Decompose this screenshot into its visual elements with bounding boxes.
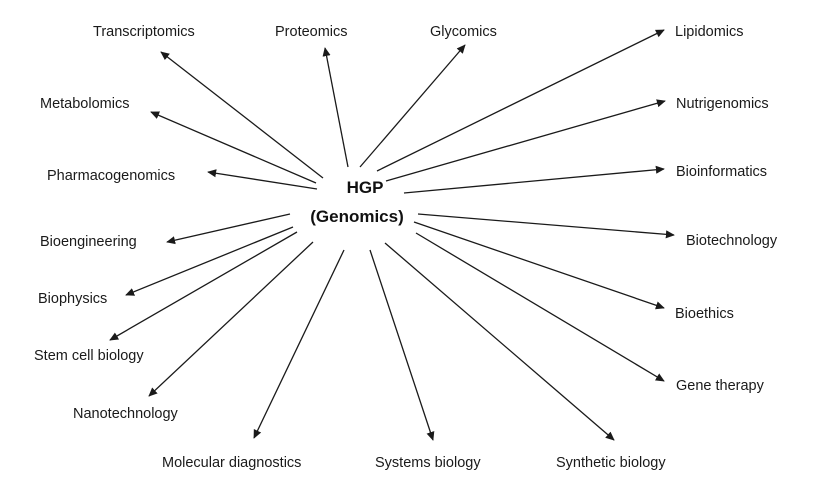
node-pharmacogenomics: Pharmacogenomics <box>47 168 175 184</box>
arrow-to-molecular-diagnostics <box>253 249 345 439</box>
arrow-to-lipidomics <box>376 29 665 172</box>
node-proteomics: Proteomics <box>275 24 348 40</box>
arrow-to-gene-therapy <box>415 232 665 382</box>
node-stem-cell-biology: Stem cell biology <box>34 348 144 364</box>
node-transcriptomics: Transcriptomics <box>93 24 195 40</box>
node-lipidomics: Lipidomics <box>675 24 744 40</box>
node-bioethics: Bioethics <box>675 306 734 322</box>
node-glycomics: Glycomics <box>430 24 497 40</box>
arrow-to-bioinformatics <box>403 165 665 194</box>
arrows-layer <box>109 29 675 441</box>
arrow-to-metabolomics <box>150 111 317 184</box>
arrow-to-stem-cell-biology <box>109 231 298 341</box>
node-nanotechnology: Nanotechnology <box>73 406 179 422</box>
arrow-to-nutrigenomics <box>385 99 666 182</box>
arrow-to-pharmacogenomics <box>207 169 318 190</box>
arrow-to-synthetic-biology <box>384 242 615 441</box>
node-synthetic-biology: Synthetic biology <box>556 455 666 471</box>
node-systems-biology: Systems biology <box>375 455 481 471</box>
arrow-to-bioengineering <box>166 213 291 245</box>
node-bioinformatics: Bioinformatics <box>676 164 767 180</box>
node-gene-therapy: Gene therapy <box>676 378 765 394</box>
node-labels: Transcriptomics Proteomics Glycomics Lip… <box>34 24 778 471</box>
arrow-to-proteomics <box>322 47 349 168</box>
node-bioengineering: Bioengineering <box>40 234 137 250</box>
node-nutrigenomics: Nutrigenomics <box>676 96 769 112</box>
node-metabolomics: Metabolomics <box>40 96 129 112</box>
hub-label: HGP (Genomics) <box>310 178 404 226</box>
hub-subtitle: (Genomics) <box>310 207 404 226</box>
node-molecular-diagnostics: Molecular diagnostics <box>162 455 301 471</box>
node-biotechnology: Biotechnology <box>686 233 778 249</box>
node-biophysics: Biophysics <box>38 291 107 307</box>
hub-title: HGP <box>347 178 384 197</box>
arrow-to-systems-biology <box>369 249 435 441</box>
arrow-to-transcriptomics <box>160 51 324 179</box>
arrow-to-biotechnology <box>417 213 675 239</box>
arrow-to-nanotechnology <box>148 241 314 397</box>
arrow-to-bioethics <box>413 221 665 310</box>
arrow-to-biophysics <box>125 226 294 296</box>
arrow-to-glycomics <box>359 44 466 168</box>
